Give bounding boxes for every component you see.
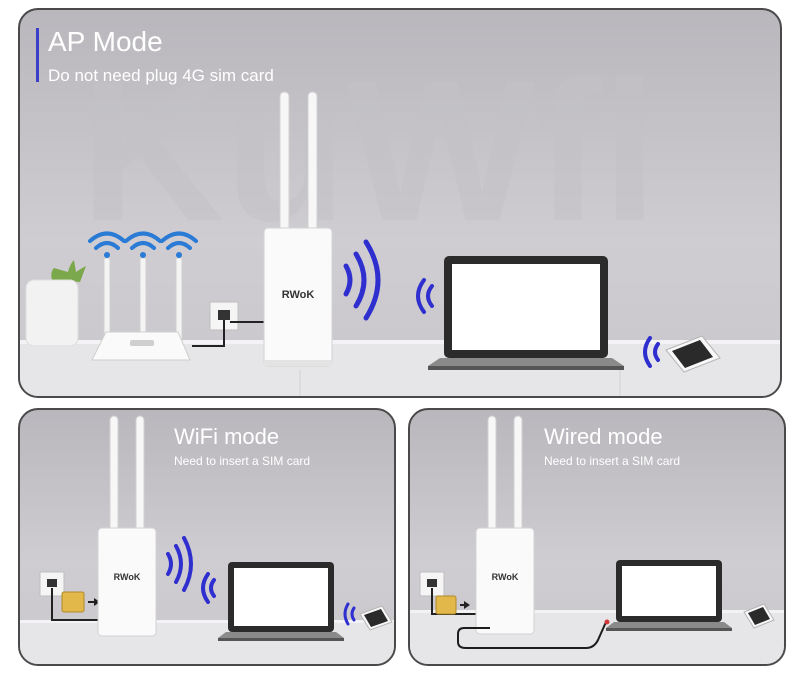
laptop bbox=[428, 256, 624, 370]
device-wifi-waves bbox=[166, 536, 193, 592]
wifi-mode-scene: RWoK bbox=[20, 415, 394, 664]
ethernet-cable bbox=[457, 621, 607, 649]
sim-card bbox=[435, 595, 470, 615]
device-label: RWoK bbox=[282, 289, 315, 301]
smartphone bbox=[665, 335, 721, 373]
table-surface bbox=[20, 620, 394, 664]
phone-wifi-waves bbox=[643, 336, 660, 368]
laptop bbox=[218, 562, 344, 641]
wired-mode-subtitle: Need to insert a SIM card bbox=[544, 454, 681, 468]
lte-cpe-device bbox=[475, 415, 535, 635]
ap-mode-subtitle: Do not need plug 4G sim card bbox=[48, 66, 274, 85]
phone-wifi-waves bbox=[343, 602, 356, 626]
wired-mode-scene: RWoK bbox=[410, 415, 784, 664]
device-label: RWoK bbox=[492, 572, 519, 582]
table-surface bbox=[410, 610, 784, 664]
wired-mode-title: Wired mode bbox=[544, 424, 663, 449]
wired-mode-panel: RWoK Wired mode Need to insert a SIM car… bbox=[408, 408, 786, 666]
device-wifi-waves bbox=[343, 239, 381, 321]
ap-mode-title: AP Mode bbox=[48, 26, 163, 57]
ap-title-accent-bar bbox=[36, 28, 39, 82]
home-router bbox=[91, 257, 191, 361]
router-wifi-icons bbox=[88, 231, 198, 258]
sim-card bbox=[61, 591, 100, 613]
wifi-mode-subtitle: Need to insert a SIM card bbox=[174, 454, 311, 468]
lte-cpe-device bbox=[263, 91, 333, 367]
laptop-wifi-waves bbox=[201, 572, 216, 604]
wifi-mode-title: WiFi mode bbox=[174, 424, 280, 449]
ap-mode-scene: KuWfi bbox=[20, 40, 780, 396]
laptop-wifi-waves bbox=[416, 278, 434, 314]
ethernet-plug bbox=[604, 619, 610, 625]
lte-cpe-device bbox=[97, 415, 157, 637]
device-label: RWoK bbox=[114, 572, 141, 582]
smartphone bbox=[743, 603, 775, 629]
watermark-logo: KuWfi bbox=[80, 40, 658, 263]
wifi-mode-panel: RWoK WiFi mode Need to insert a SIM card bbox=[18, 408, 396, 666]
plant-pot bbox=[25, 260, 86, 347]
laptop bbox=[606, 560, 732, 631]
smartphone bbox=[359, 605, 393, 631]
ap-mode-panel: KuWfi bbox=[18, 8, 782, 398]
